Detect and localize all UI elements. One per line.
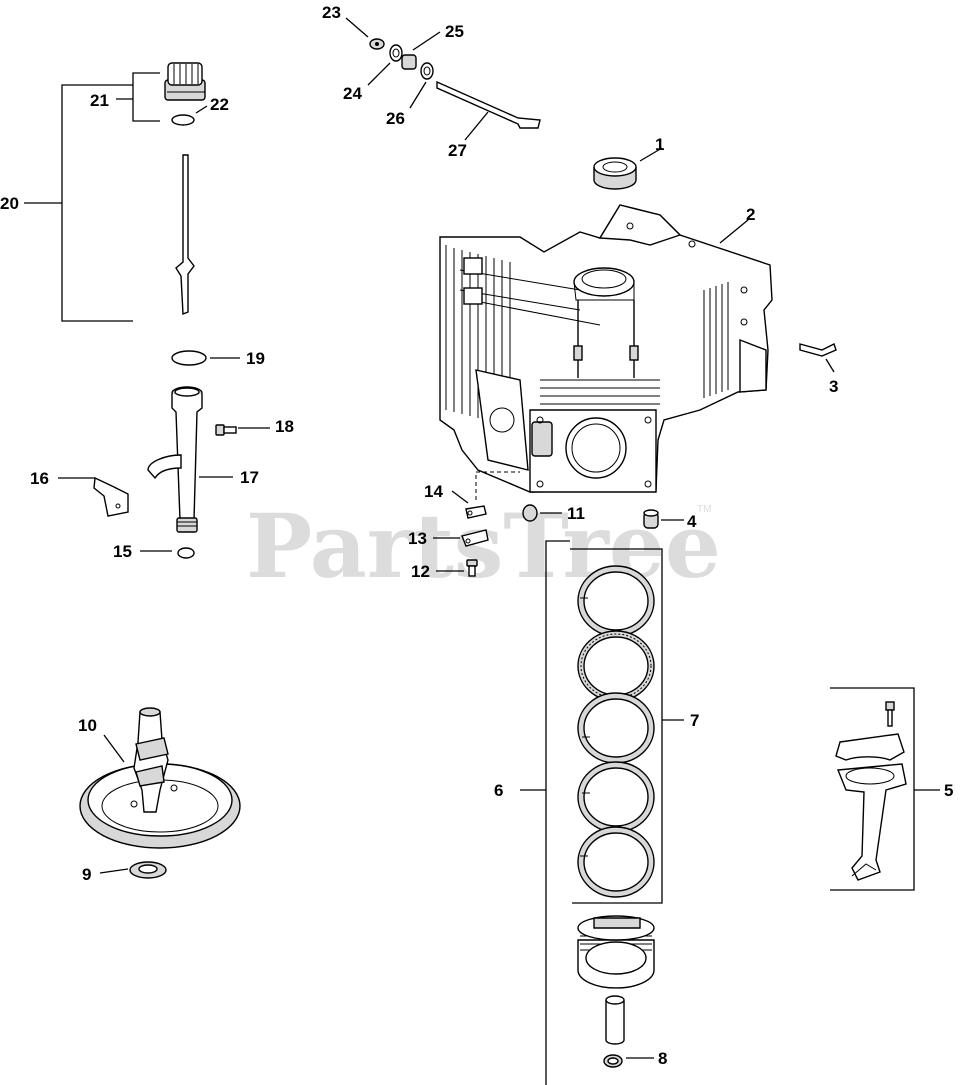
piston-ring-1 [577,565,655,637]
callout-1[interactable]: 1 [655,135,664,154]
dowel-pin-4[interactable] [643,509,659,529]
leader-14 [451,490,469,504]
leader-25 [412,31,441,51]
callout-11[interactable]: 11 [567,504,585,523]
crankcase-2[interactable] [439,204,773,493]
dipstick-tube[interactable] [147,386,203,533]
cooling-fins-right [703,282,729,398]
clip-14[interactable] [465,505,487,519]
callout-19[interactable]: 19 [246,349,265,368]
washer-9[interactable] [129,861,167,879]
o-ring-19[interactable] [171,350,207,366]
callout-21[interactable]: 21 [90,91,109,110]
piston-ring-set[interactable] [577,565,655,898]
dipstick-assembly[interactable] [24,62,208,322]
reference-dashed-line [475,471,520,500]
callout-3[interactable]: 3 [829,377,838,396]
breather-tube-3[interactable] [799,343,837,357]
watermark-trademark: TM [697,504,711,515]
callout-10[interactable]: 10 [78,716,97,735]
screw-12[interactable] [466,559,478,577]
callout-27[interactable]: 27 [448,141,467,160]
camshaft-10[interactable] [79,707,241,849]
clip-13[interactable] [461,529,489,547]
callout-20[interactable]: 20 [0,194,19,213]
callout-26[interactable]: 26 [386,109,405,128]
screw-18[interactable] [215,424,237,436]
leader-27 [464,111,489,141]
washer-24 [389,44,403,62]
callout-17[interactable]: 17 [240,468,259,487]
callout-6[interactable]: 6 [494,781,503,800]
callout-22[interactable]: 22 [210,95,229,114]
callout-14[interactable]: 14 [424,482,443,501]
callout-23[interactable]: 23 [322,3,341,22]
washer-26 [420,62,434,80]
callout-24[interactable]: 24 [343,84,362,103]
o-ring-15[interactable] [177,547,195,559]
leader-2 [719,219,749,244]
callout-5[interactable]: 5 [944,781,953,800]
retainer-8[interactable] [603,1054,623,1068]
callout-7[interactable]: 7 [690,711,699,730]
cooling-fins-left [445,245,511,420]
bracket-21 [132,72,160,122]
leader-26 [409,81,427,109]
callout-15[interactable]: 15 [113,542,132,561]
callout-13[interactable]: 13 [408,529,427,548]
piston-ring-3 [577,692,655,764]
leader-24 [367,62,391,86]
piston-ring-2 [577,630,655,702]
bracket-5 [830,687,915,891]
dipstick-blade[interactable] [175,154,195,316]
piston[interactable] [577,915,655,989]
leader-10 [103,734,125,763]
leader-22 [195,105,208,114]
piston-ring-4 [577,761,655,833]
piston-ring-5 [577,826,655,898]
leader-9 [99,868,129,874]
bracket-16[interactable] [93,476,129,517]
bushing-25 [401,54,417,70]
bracket-7 [570,548,663,904]
governor-lever-27 [436,80,541,129]
o-ring-22[interactable] [171,114,195,126]
leader-1 [639,147,663,162]
mount-boss-lower [463,287,483,305]
callout-2[interactable]: 2 [746,205,755,224]
bracket-20 [61,84,133,322]
oil-seal-1[interactable] [593,157,637,190]
callout-9[interactable]: 9 [82,865,91,884]
callout-25[interactable]: 25 [445,22,464,41]
callout-8[interactable]: 8 [658,1049,667,1068]
small-hardware-stack[interactable] [369,38,541,129]
callout-4[interactable]: 4 [687,512,697,531]
bracket-6 [545,540,570,1085]
callout-12[interactable]: 12 [411,562,430,581]
connecting-rod-5[interactable] [835,701,907,881]
leader-23 [345,17,369,38]
mount-boss-upper [463,257,483,275]
leader-3 [825,358,835,373]
dipstick-cap[interactable] [164,62,206,101]
piston-pin[interactable] [605,995,625,1045]
callout-18[interactable]: 18 [275,417,294,436]
callout-16[interactable]: 16 [30,469,49,488]
plug-11[interactable] [522,504,538,522]
